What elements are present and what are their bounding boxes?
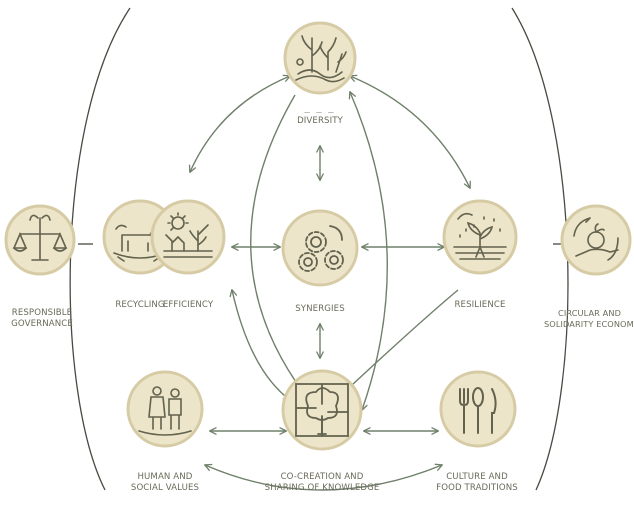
co-creation-medallion	[283, 371, 361, 449]
svg-text:— — —: — — —	[304, 109, 336, 116]
label-synergies: SYNERGIES	[290, 304, 350, 315]
arrow-cocreation-resilience	[352, 290, 458, 385]
label-co-creation: CO-CREATION AND SHARING OF KNOWLEDGE	[262, 472, 382, 494]
label-circular-solidarity: CIRCULAR AND SOLIDARITY ECONOMY	[544, 308, 634, 330]
label-human-social-values: HUMAN AND SOCIAL VALUES	[120, 472, 210, 494]
governance-line2: GOVERNANCE	[0, 319, 84, 330]
synergies-medallion	[283, 211, 357, 285]
co-creation-line1: CO-CREATION AND	[262, 472, 382, 483]
responsible-governance-medallion	[6, 206, 74, 274]
circular-line1: CIRCULAR AND	[544, 308, 634, 319]
arrow-diversity-resilience	[350, 76, 470, 188]
label-culture-food: CULTURE AND FOOD TRADITIONS	[432, 472, 522, 494]
efficiency-medallion	[152, 201, 224, 273]
label-efficiency: EFFICIENCY	[158, 300, 218, 311]
circular-line2: SOLIDARITY ECONOMY	[544, 319, 634, 330]
right-bracket	[512, 8, 568, 490]
culture-food-line2: FOOD TRADITIONS	[432, 483, 522, 494]
culture-food-line1: CULTURE AND	[432, 472, 522, 483]
arrow-diversity-recycling	[190, 76, 290, 172]
arrow-efficiency-cocreation	[232, 290, 290, 400]
circular-solidarity-medallion	[562, 206, 630, 274]
resilience-medallion	[444, 201, 516, 273]
human-social-line1: HUMAN AND	[120, 472, 210, 483]
resilience-text: RESILIENCE	[450, 300, 510, 311]
diversity-medallion: — — —	[285, 23, 355, 116]
co-creation-line2: SHARING OF KNOWLEDGE	[262, 483, 382, 494]
label-responsible-governance: RESPONSIBLE GOVERNANCE	[0, 308, 84, 330]
culture-food-medallion	[441, 372, 515, 446]
human-social-values-medallion	[128, 372, 202, 446]
efficiency-text: EFFICIENCY	[158, 300, 218, 311]
governance-line1: RESPONSIBLE	[0, 308, 84, 319]
human-social-line2: SOCIAL VALUES	[120, 483, 210, 494]
label-diversity: DIVERSITY	[290, 116, 350, 127]
label-resilience: RESILIENCE	[450, 300, 510, 311]
diversity-text: DIVERSITY	[290, 116, 350, 127]
synergies-text: SYNERGIES	[290, 304, 350, 315]
